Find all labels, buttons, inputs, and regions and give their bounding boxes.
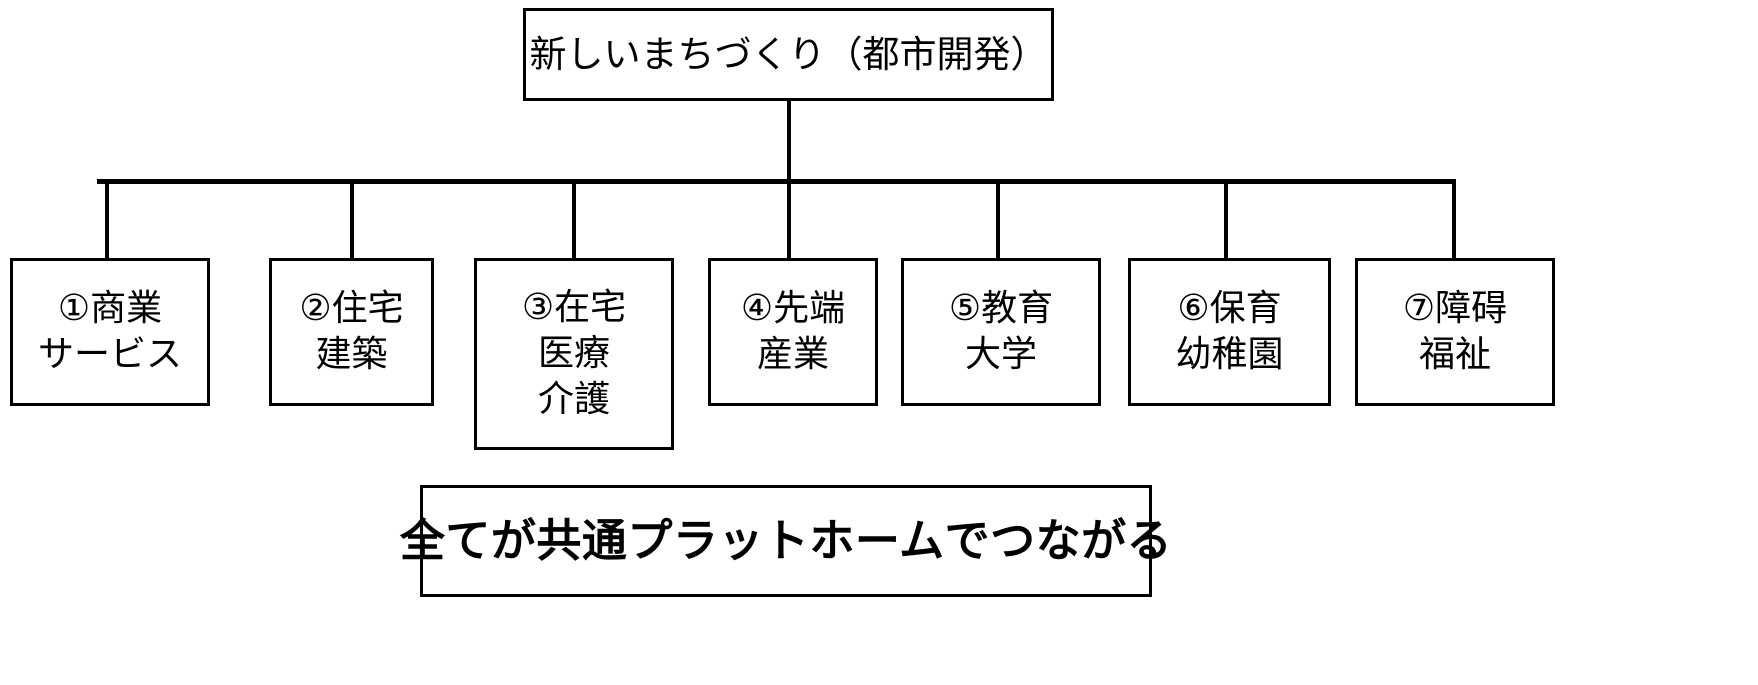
- leaf-node-homecare-line-1: ③在宅: [521, 286, 627, 328]
- leaf-node-housing-line-1: ②住宅: [299, 287, 404, 329]
- leaf-node-childcare-line-2: 幼稚園: [1175, 334, 1284, 375]
- leaf-node-homecare-line-3: 介護: [537, 379, 610, 421]
- leaf-node-childcare: ⑥保育 幼稚園: [1128, 258, 1331, 406]
- leaf-node-industry-line-2: 産業: [756, 334, 829, 375]
- banner-label: 全てが共通プラットホームでつながる: [399, 514, 1173, 568]
- leaf-node-housing: ②住宅 建築: [269, 258, 434, 406]
- leaf-node-education-line-2: 大学: [964, 334, 1037, 375]
- leaf-node-welfare-line-2: 福祉: [1418, 334, 1491, 375]
- leaf-node-homecare-line-2: 医療: [537, 332, 610, 374]
- leaf-node-commerce-line-1: ①商業: [57, 287, 163, 329]
- root-node-new-town-development: 新しいまちづくり（都市開発）: [523, 8, 1054, 101]
- connector-drop-welfare: [1452, 179, 1456, 259]
- connector-drop-industry: [787, 179, 791, 259]
- leaf-node-education: ⑤教育 大学: [901, 258, 1101, 406]
- leaf-node-education-line-1: ⑤教育: [948, 287, 1054, 329]
- connector-drop-education: [996, 179, 1000, 259]
- leaf-node-commerce-line-2: サービス: [37, 334, 182, 375]
- connector-drop-housing: [350, 179, 354, 259]
- leaf-node-industry-line-1: ④先端: [740, 287, 846, 329]
- banner-common-platform: 全てが共通プラットホームでつながる: [400, 485, 1172, 597]
- leaf-node-commerce: ①商業 サービス: [10, 258, 210, 406]
- connector-drop-childcare: [1224, 179, 1228, 259]
- connector-root-stem: [787, 101, 791, 183]
- root-node-label: 新しいまちづくり（都市開発）: [529, 32, 1048, 76]
- leaf-node-housing-line-2: 建築: [315, 334, 388, 375]
- connector-horizontal-bus: [97, 179, 1456, 184]
- leaf-node-homecare: ③在宅 医療 介護: [474, 258, 674, 450]
- leaf-node-childcare-line-1: ⑥保育: [1177, 287, 1282, 329]
- leaf-node-welfare: ⑦障碍 福祉: [1355, 258, 1555, 406]
- connector-drop-commerce: [105, 179, 109, 259]
- leaf-node-industry: ④先端 産業: [708, 258, 878, 406]
- leaf-node-welfare-line-1: ⑦障碍: [1402, 287, 1508, 329]
- connector-drop-homecare: [572, 179, 576, 259]
